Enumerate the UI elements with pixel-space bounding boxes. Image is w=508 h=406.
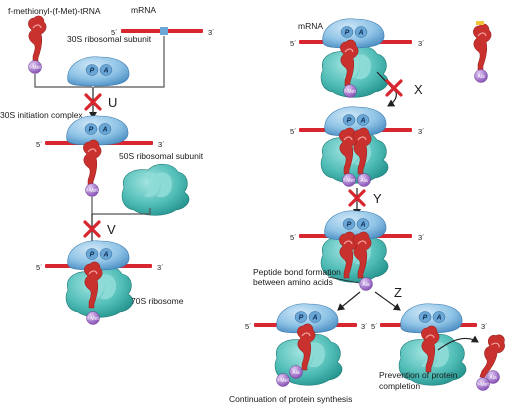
s1-5-end: 5´ (290, 39, 297, 48)
peptide-bond-label-1: Peptide bond formation (253, 267, 341, 277)
peptide-pointer (327, 276, 360, 284)
ic-3-end: 3´ (158, 140, 165, 149)
stage2-ribosome: 5´ 3´ P A f-Met Ala (290, 106, 425, 187)
free-ala-trna (472, 21, 492, 71)
free-50s-subunit (121, 163, 190, 216)
ic-p-site: P (89, 127, 94, 134)
free-30s-subunit: P A (67, 56, 130, 87)
continuation-ribosome: 5´ 3´ P A Ala f-Met (245, 303, 368, 387)
r70-5-end: 5´ (36, 263, 43, 272)
s1-a-site: A (357, 30, 363, 37)
mrna-3-end: 3´ (208, 28, 215, 37)
block-u-label: U (108, 95, 117, 110)
connector-mrna (94, 36, 165, 88)
c-a-site: A (311, 315, 317, 322)
initial-mrna: 5´ 3´ (111, 27, 215, 37)
prevention-label-1: Prevention of protein (379, 370, 458, 380)
ic-5-end: 5´ (36, 140, 43, 149)
c-ala-label: Ala (292, 370, 299, 376)
s3-3-end: 3´ (418, 233, 425, 242)
p-p-site: P (423, 315, 428, 322)
r70-a-site: A (102, 252, 108, 259)
c-5-end: 5´ (245, 322, 252, 331)
r70-3-end: 3´ (157, 263, 164, 272)
30s-subunit-label: 30S ribosomal subunit (67, 34, 152, 44)
initiation-complex-label: 30S initiation complex (0, 110, 83, 120)
peptide-bond-label-2: between amino acids (253, 277, 333, 287)
ribosome-70s-left: 5´ 3´ P A f-Met (36, 240, 164, 325)
mrna-right-label: mRNA (298, 21, 323, 31)
arrow-z (374, 291, 401, 311)
p-site-label: P (90, 68, 95, 75)
fmet-aa-label: f-Met (29, 65, 41, 71)
block-x-label: X (414, 82, 423, 97)
block-z-label: Z (394, 285, 402, 300)
mrna-5-end: 5´ (111, 28, 118, 37)
s3-p-site: P (347, 222, 352, 229)
r70-fmet-label: f-Met (87, 316, 99, 322)
arrow-to-continuation (337, 291, 361, 311)
c-3-end: 3´ (361, 322, 368, 331)
r70-p-site: P (90, 252, 95, 259)
released-ala: Ala (486, 370, 500, 384)
s2-ala-label: Ala (360, 178, 367, 184)
50s-subunit-label: 50S ribosomal subunit (119, 151, 204, 161)
stage3-ribosome: 5´ 3´ P A Ala (290, 210, 425, 291)
a-site-label: A (102, 68, 108, 75)
s1-fmet-label: f-Met (344, 89, 356, 95)
s2-fmet-label: f-Met (343, 178, 355, 184)
s2-p-site: P (347, 118, 352, 125)
fmet-trna-label: f-methionyl-(f-Met)-tRNA (8, 6, 101, 16)
70s-ribosome-label: 70S ribosome (131, 296, 184, 306)
prevention-ribosome: 5´ 3´ P A (371, 303, 488, 386)
c-fmet-label: f-Met (277, 378, 289, 384)
s1-p-site: P (345, 30, 350, 37)
s2-3-end: 3´ (418, 127, 425, 136)
s3-5-end: 5´ (290, 233, 297, 242)
free-ala-amino-acid: Ala (474, 69, 488, 83)
block-x-mark (385, 79, 403, 97)
released-fmet: f-Met (476, 377, 490, 391)
s2-5-end: 5´ (290, 127, 297, 136)
initiation-complex: 5´ 3´ P A f-Met (36, 115, 165, 197)
p-a-site: A (435, 315, 441, 322)
initial-fmet-trna (27, 15, 47, 63)
block-v-label: V (107, 222, 116, 237)
free-ala-label: Ala (477, 74, 484, 80)
initial-fmet-amino-acid: f-Met (28, 60, 42, 74)
c-p-site: P (299, 315, 304, 322)
released-ala-label: Ala (489, 375, 496, 381)
s3-a-site: A (359, 222, 365, 229)
block-y-label: Y (373, 191, 382, 206)
prevention-label-2: completion (379, 381, 420, 391)
release-arrow (437, 335, 479, 351)
s2-a-site: A (359, 118, 365, 125)
p-3-end: 3´ (481, 322, 488, 331)
connector-50s (91, 197, 151, 215)
s1-3-end: 3´ (418, 39, 425, 48)
s3-ala-label: Ala (362, 282, 369, 288)
mrna-label: mRNA (131, 5, 156, 15)
ic-a-site: A (101, 127, 107, 134)
continuation-label: Continuation of protein synthesis (229, 394, 352, 404)
stage1-ribosome: 5´ 3´ P A f-Met (290, 18, 425, 98)
connector-trna (34, 74, 92, 88)
ic-fmet-label: f-Met (86, 188, 98, 194)
released-fmet-label: f-Met (477, 382, 489, 388)
p-5-end: 5´ (371, 322, 378, 331)
